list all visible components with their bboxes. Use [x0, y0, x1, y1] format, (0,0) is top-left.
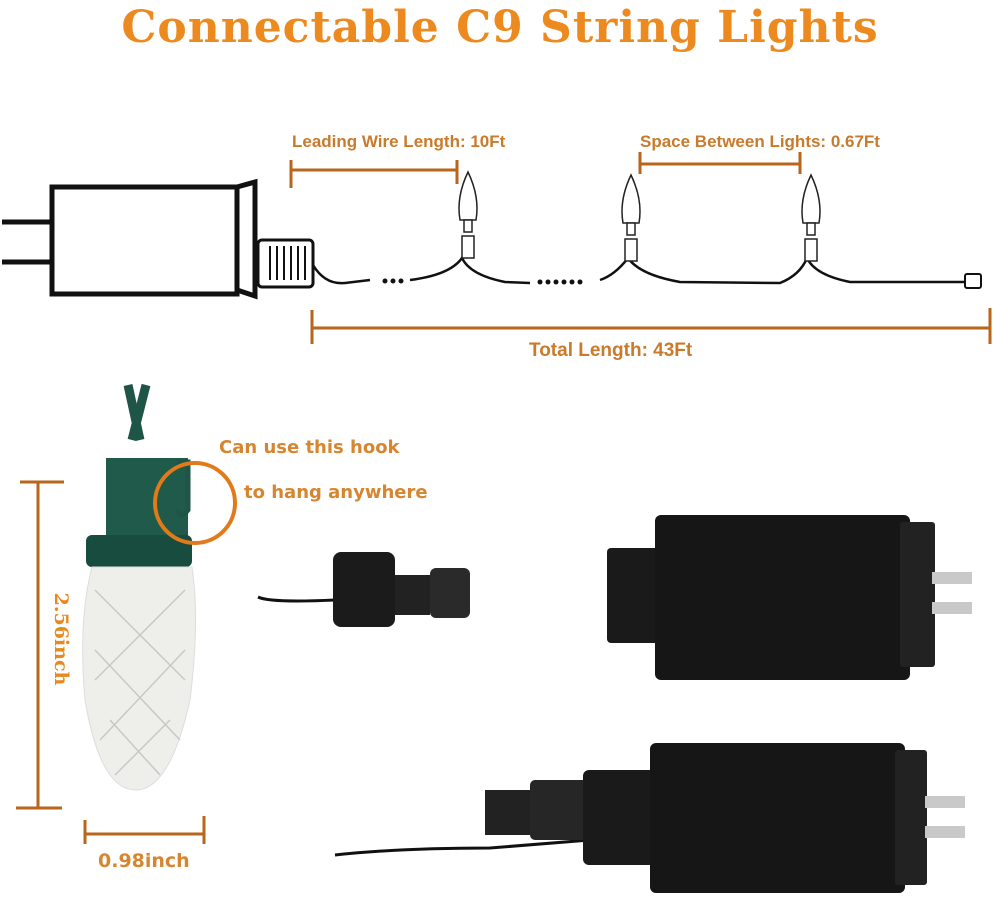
hook-highlight-circle	[153, 461, 237, 545]
page-title: Connectable C9 String Lights	[121, 2, 879, 53]
wire	[311, 254, 982, 289]
total-length-label: Total Length: 43Ft	[529, 340, 693, 361]
bulb-height-label: 2.56inch	[50, 592, 72, 686]
hook-note-line1: Can use this hook	[219, 437, 400, 458]
plug-schematic	[2, 178, 315, 300]
connector-cable	[257, 552, 470, 627]
power-adapter	[607, 515, 972, 680]
bulb-icon	[458, 170, 478, 259]
wire-dots	[382, 278, 583, 285]
bulb-icon	[621, 173, 641, 262]
hook-note-line2: to hang anywhere	[244, 482, 428, 503]
leading-wire-label: Leading Wire Length: 10Ft	[292, 132, 506, 151]
bulb-width-label: 0.98inch	[98, 850, 190, 872]
c9-bulb	[82, 383, 237, 791]
bulb-icons	[458, 170, 821, 262]
spacing-label: Space Between Lights: 0.67Ft	[640, 132, 880, 151]
power-adapter-connected	[334, 743, 965, 893]
bulb-icon	[801, 173, 821, 262]
dimension-lines	[16, 152, 992, 844]
